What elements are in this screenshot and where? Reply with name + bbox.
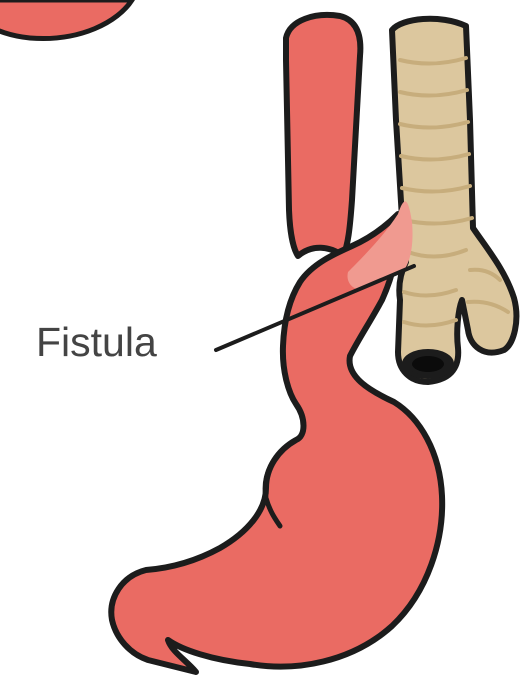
upper-left-organ	[0, 0, 132, 39]
trachea-body	[392, 19, 516, 382]
fistula-label: Fistula	[36, 319, 157, 365]
lower-esophagus-and-stomach	[111, 214, 442, 672]
upper-esophageal-pouch	[286, 15, 360, 256]
trachea	[392, 19, 516, 382]
